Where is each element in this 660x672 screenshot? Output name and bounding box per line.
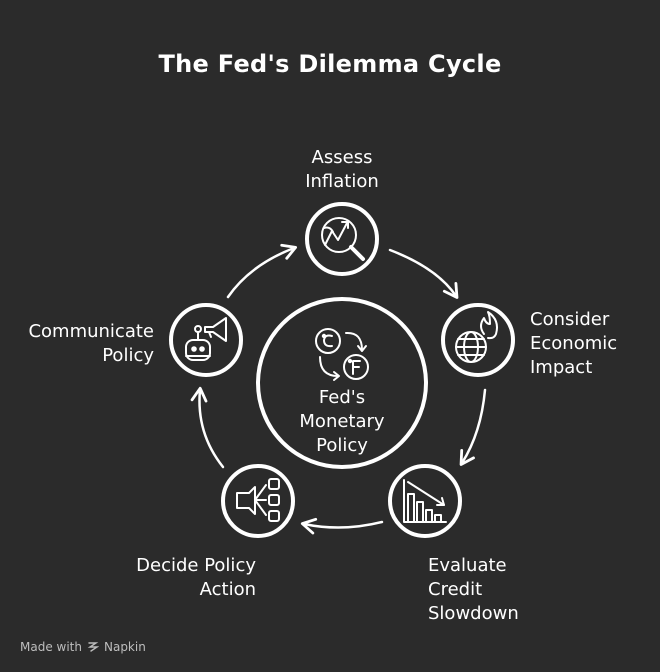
- step-label-consider: Consider Economic Impact: [530, 308, 617, 380]
- napkin-brand-text: Napkin: [103, 640, 146, 654]
- step-label-line: Communicate: [28, 321, 154, 342]
- center-label: Fed's Monetary Policy: [262, 386, 422, 458]
- step-label-line: Impact: [530, 357, 593, 378]
- diagram-title: The Fed's Dilemma Cycle: [158, 50, 502, 78]
- center-label-line: Fed's: [318, 387, 366, 408]
- step-label-line: Evaluate: [428, 555, 507, 576]
- made-with-footer: Made with Napkin: [20, 640, 146, 654]
- step-label-communicate: Communicate Policy: [10, 320, 154, 368]
- magnifier-chart-icon: [321, 217, 365, 261]
- arrow-consider-to-evaluate: [459, 388, 487, 466]
- step-label-line: Decide Policy: [136, 555, 256, 576]
- arrow-evaluate-to-decide: [300, 517, 384, 535]
- step-node-assess: [305, 202, 379, 276]
- globe-fire-icon: [455, 311, 498, 363]
- step-node-communicate: [169, 303, 243, 377]
- made-with-text: Made with: [20, 640, 82, 654]
- step-node-evaluate: [388, 464, 462, 538]
- step-node-consider: [441, 303, 515, 377]
- declining-bar-chart-icon: [403, 479, 447, 523]
- step-label-line: Economic: [530, 333, 618, 354]
- step-node-decide: [221, 464, 295, 538]
- napkin-logo-icon: [87, 642, 99, 652]
- step-label-decide: Decide Policy Action: [96, 554, 256, 602]
- step-label-line: Slowdown: [428, 603, 519, 624]
- step-label-line: Assess: [311, 147, 373, 168]
- center-label-line: Monetary: [299, 411, 385, 432]
- arrow-decide-to-communicate: [190, 386, 225, 469]
- step-label-evaluate: Evaluate Credit Slowdown: [428, 554, 519, 626]
- decision-options-icon: [236, 478, 280, 522]
- arrow-communicate-to-assess: [226, 243, 298, 299]
- step-label-line: Policy: [102, 345, 154, 366]
- currency-exchange-icon: [315, 328, 369, 381]
- step-label-line: Inflation: [305, 171, 379, 192]
- center-label-line: Policy: [316, 435, 368, 456]
- step-label-line: Consider: [530, 309, 610, 330]
- step-label-line: Credit: [428, 579, 483, 600]
- step-label-assess: Assess Inflation: [270, 146, 414, 194]
- center-node: [256, 297, 428, 469]
- robot-megaphone-icon: [185, 317, 227, 361]
- step-label-line: Action: [199, 579, 256, 600]
- arrow-assess-to-consider: [388, 248, 459, 299]
